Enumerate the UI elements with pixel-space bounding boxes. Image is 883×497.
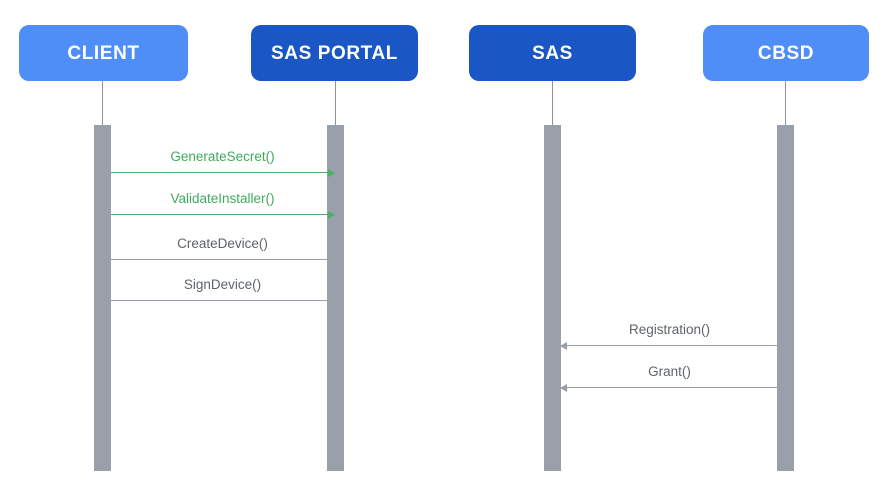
lifeline-stem-sas: [552, 81, 553, 125]
actor-box-client[interactable]: CLIENT: [19, 25, 188, 81]
message-label-m4: SignDevice(): [183, 277, 262, 293]
message-label-m6: Grant(): [648, 364, 691, 380]
activation-bar-sas: [544, 125, 561, 471]
actor-box-sas-portal[interactable]: SAS PORTAL: [251, 25, 418, 81]
arrowhead-left-icon: [560, 383, 567, 392]
actor-label-cbsd: CBSD: [757, 42, 815, 64]
lifeline-stem-cbsd: [785, 81, 786, 125]
actor-label-sas-portal: SAS PORTAL: [270, 42, 399, 64]
actor-label-client: CLIENT: [67, 42, 140, 64]
actor-box-sas[interactable]: SAS: [469, 25, 636, 81]
message-label-m2: ValidateInstaller(): [170, 191, 275, 207]
arrowhead-right-icon: [328, 210, 335, 219]
activation-bar-cbsd: [777, 125, 794, 471]
arrowhead-right-icon: [328, 168, 335, 177]
message-label-m1: GenerateSecret(): [170, 149, 275, 165]
message-label-m3: CreateDevice(): [177, 236, 268, 252]
arrowhead-right-icon: [328, 255, 335, 264]
arrowhead-left-icon: [560, 341, 567, 350]
lifeline-stem-sas-portal: [335, 81, 336, 125]
message-label-m5: Registration(): [628, 322, 711, 338]
message-line-m1: [111, 172, 334, 173]
message-line-m3: [111, 259, 334, 260]
activation-bar-client: [94, 125, 111, 471]
actor-box-cbsd[interactable]: CBSD: [703, 25, 869, 81]
message-line-m5: [561, 345, 778, 346]
lifeline-stem-client: [102, 81, 103, 125]
actor-label-sas: SAS: [532, 42, 573, 64]
message-line-m2: [111, 214, 334, 215]
arrowhead-right-icon: [328, 296, 335, 305]
message-line-m6: [561, 387, 778, 388]
message-line-m4: [111, 300, 334, 301]
